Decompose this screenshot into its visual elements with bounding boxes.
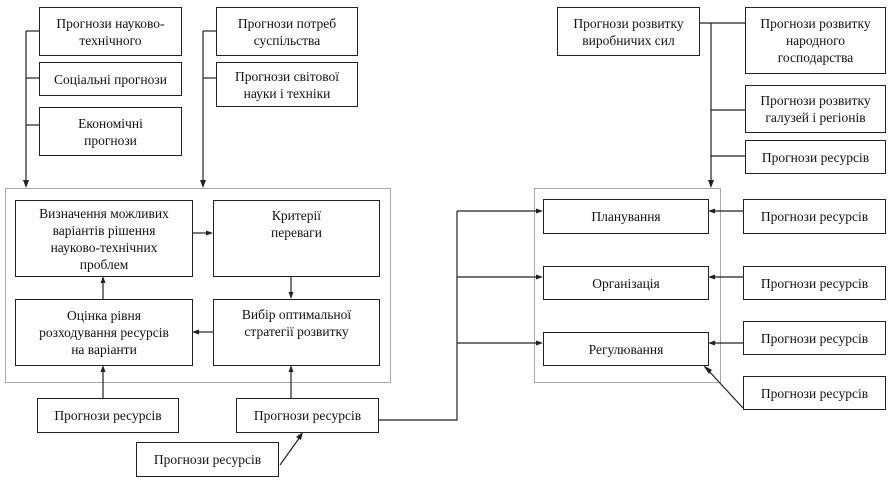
management-frame bbox=[534, 188, 721, 383]
arrow-diagonal-resources bbox=[279, 436, 301, 466]
arrowhead-down bbox=[200, 180, 206, 188]
criteria-box: Критерії переваги bbox=[213, 200, 380, 277]
resources-forecast-box: Прогнози ресурсів bbox=[743, 266, 886, 300]
resources-forecast-box: Прогнози ресурсів bbox=[745, 140, 886, 174]
arrowhead-down bbox=[23, 180, 29, 188]
social-forecast-box: Соціальні прогнози bbox=[39, 62, 182, 96]
arrowhead-down bbox=[708, 180, 714, 188]
resources-forecast-box: Прогнози ресурсів bbox=[136, 442, 279, 477]
assessment-box: Оцінка рівня розходування ресурсів на ва… bbox=[15, 299, 193, 366]
determination-box: Визначення можливих варіантів рішення на… bbox=[15, 200, 193, 277]
scientific-technical-forecast-box: Прогнози науково- технічного bbox=[39, 7, 182, 56]
organization-box: Організація bbox=[543, 266, 709, 300]
planning-box: Планування bbox=[543, 199, 709, 234]
national-economy-forecast-box: Прогнози розвитку народного господарства bbox=[745, 7, 886, 74]
economic-forecast-box: Економічні прогнози bbox=[39, 107, 182, 156]
resources-forecast-box: Прогнози ресурсів bbox=[743, 321, 886, 355]
productive-forces-forecast-box: Прогнози розвитку виробничих сил bbox=[557, 7, 700, 56]
resources-forecast-box: Прогнози ресурсів bbox=[236, 398, 379, 433]
resources-forecast-box: Прогнози ресурсів bbox=[743, 376, 886, 410]
resources-forecast-box: Прогнози ресурсів bbox=[743, 199, 886, 234]
resources-forecast-box: Прогнози ресурсів bbox=[37, 398, 179, 433]
branches-regions-forecast-box: Прогнози розвитку галузей і регіонів bbox=[745, 85, 886, 133]
arrowhead-diagonal bbox=[296, 432, 303, 440]
choice-box: Вибір оптимальної стратегії розвитку bbox=[213, 299, 380, 366]
regulation-box: Регулювання bbox=[543, 332, 709, 366]
world-science-forecast-box: Прогнози світової науки і техніки bbox=[216, 62, 358, 107]
society-needs-forecast-box: Прогнози потреб суспільства bbox=[216, 7, 358, 56]
